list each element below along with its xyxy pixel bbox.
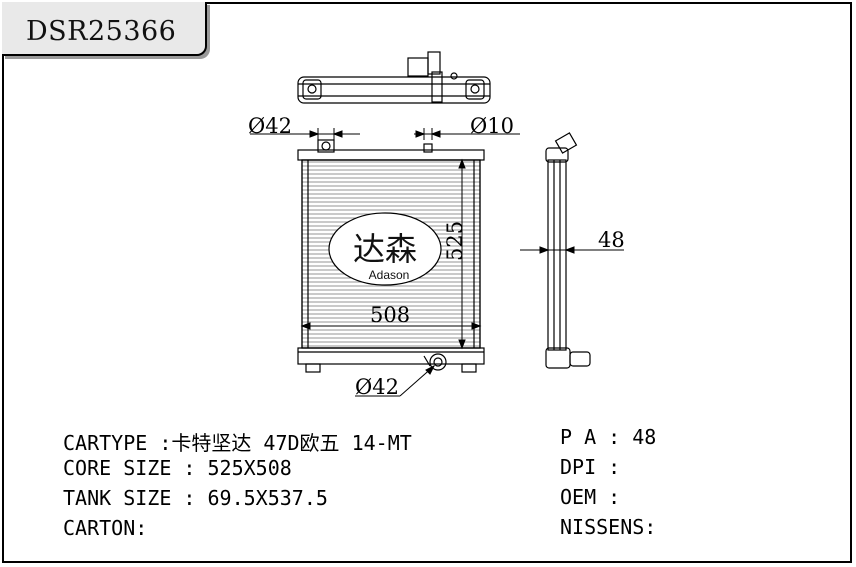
- cartype-value: 卡特坚达 47D欧五 14-MT: [171, 431, 412, 455]
- top-tank-view: [297, 51, 491, 104]
- thickness-dimension-label: 48: [598, 228, 625, 252]
- carton-row: CARTON:: [63, 516, 147, 540]
- tank-size-row: TANK SIZE : 69.5X537.5: [63, 486, 328, 510]
- logo-cn-text: 达森: [353, 230, 417, 268]
- height-dimension-label: 525: [443, 221, 467, 261]
- tank-size-value: 69.5X537.5: [207, 486, 328, 510]
- logo-ellipse: [328, 212, 442, 286]
- pa-label: P A :: [560, 425, 621, 449]
- logo-en-text: Adason: [369, 268, 410, 282]
- width-dimension-label: 508: [370, 303, 410, 327]
- nissens-label: NISSENS:: [560, 515, 657, 539]
- dpi-row: DPI :: [560, 455, 620, 479]
- cartype-row: CARTYPE :卡特坚达 47D欧五 14-MT: [63, 427, 412, 456]
- core-size-value: 525X508: [207, 456, 292, 480]
- radiator-side-view: [545, 132, 591, 369]
- carton-label: CARTON:: [63, 516, 148, 540]
- core-size-row: CORE SIZE : 525X508: [63, 456, 292, 480]
- oem-label: OEM :: [560, 485, 621, 509]
- nissens-row: NISSENS:: [560, 515, 656, 539]
- pa-row: P A : 48: [560, 425, 656, 449]
- dpi-label: DPI :: [560, 455, 621, 479]
- pa-value: 48: [632, 425, 657, 449]
- outlet-diameter-label: Ø42: [355, 375, 399, 399]
- part-number-tab: DSR25366: [2, 2, 207, 56]
- oem-row: OEM :: [560, 485, 620, 509]
- dimension-lines: [250, 128, 624, 397]
- core-size-label: CORE SIZE :: [63, 456, 196, 480]
- cartype-label: CARTYPE :: [63, 431, 172, 455]
- part-number: DSR25366: [26, 16, 177, 47]
- cap-diameter-label: Ø10: [470, 114, 514, 138]
- inlet-diameter-label: Ø42: [248, 114, 292, 138]
- tank-size-label: TANK SIZE :: [63, 486, 196, 510]
